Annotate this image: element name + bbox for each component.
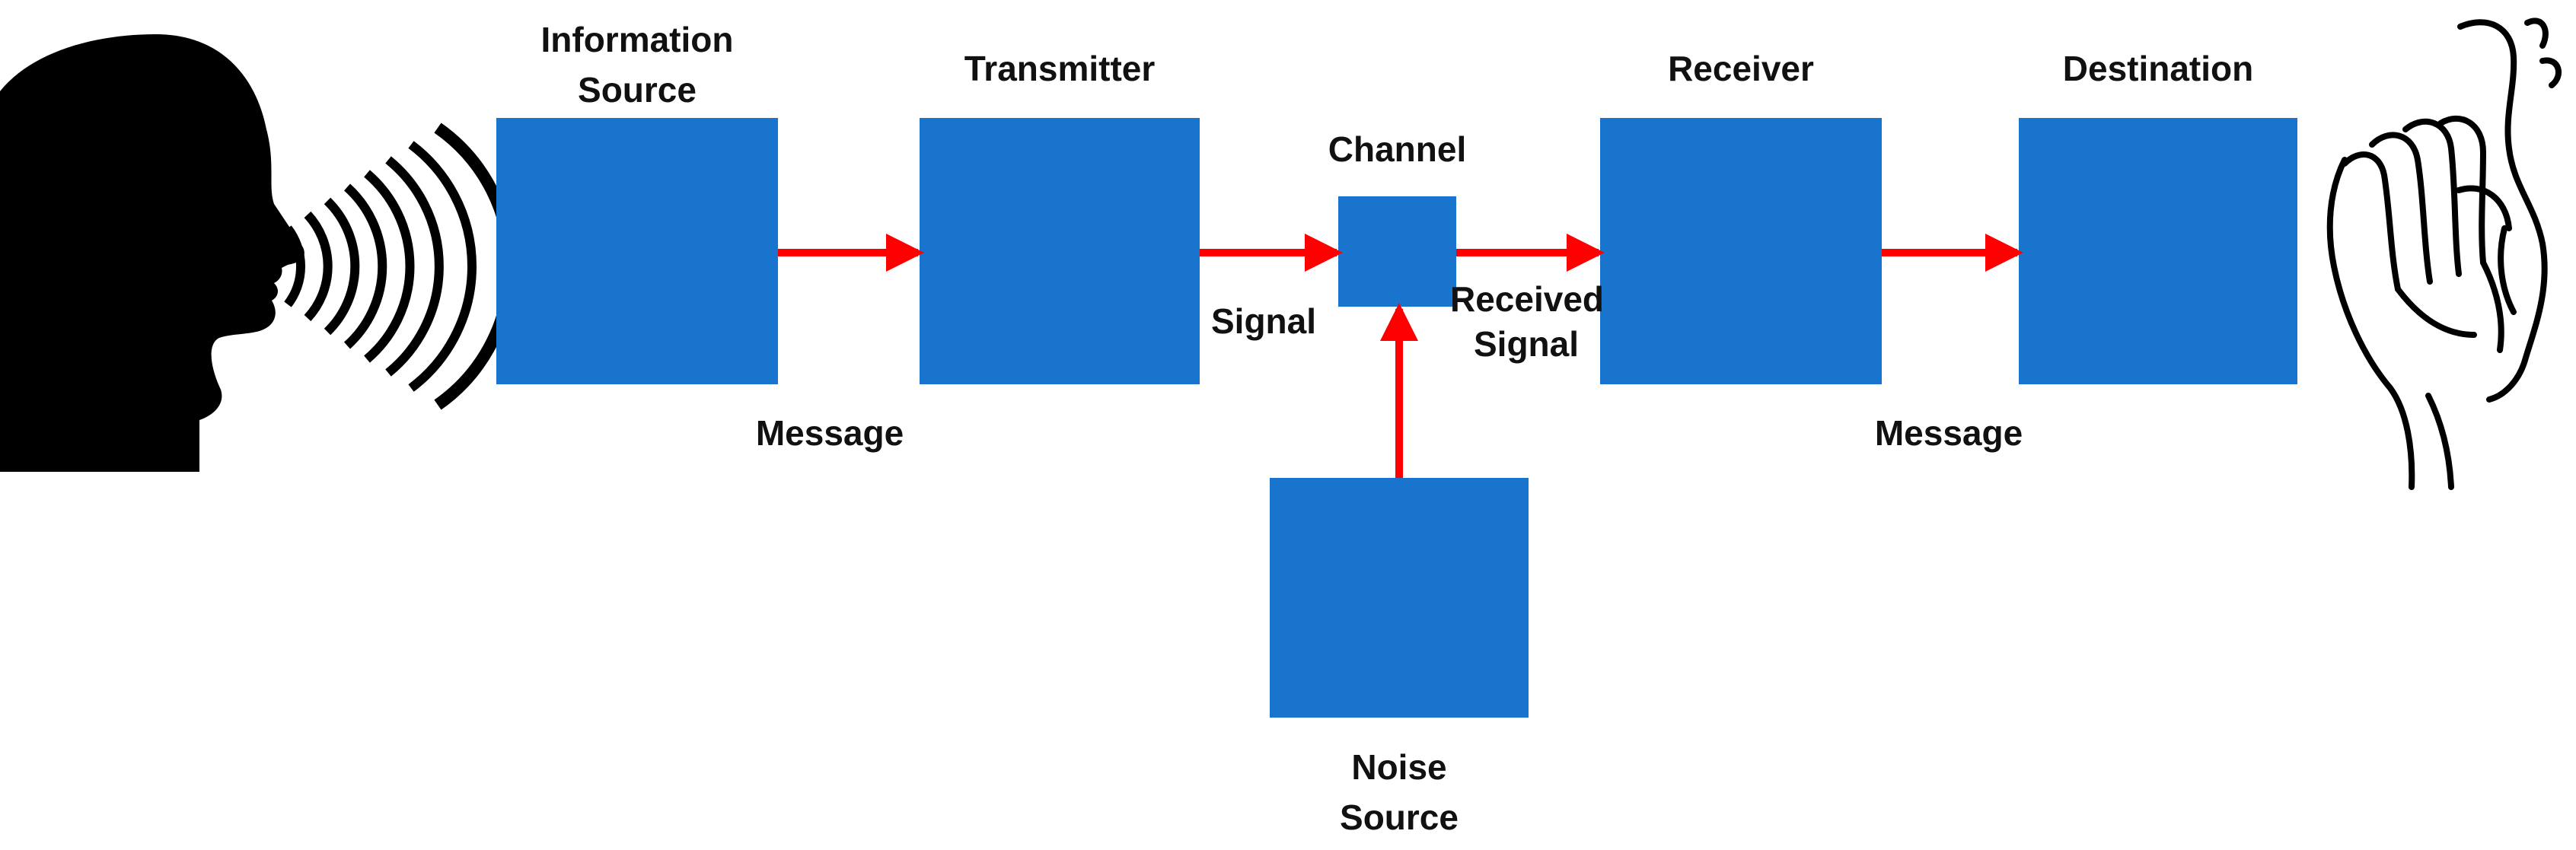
received-signal-label-line1: Received [1450, 279, 1605, 319]
message-out-label: Message [755, 413, 904, 453]
message-in-label: Message [1874, 413, 2023, 453]
destination-block [2019, 118, 2297, 384]
transmitter-block [920, 118, 1200, 384]
destination-label: Destination [2062, 49, 2254, 88]
receiver-block [1600, 118, 1882, 384]
noise-source-label-line1: Noise [1351, 747, 1447, 787]
channel-block [1338, 196, 1456, 307]
transmitter-label: Transmitter [964, 49, 1156, 88]
channel-label: Channel [1328, 129, 1467, 169]
hand-cupped-ear-icon [2326, 18, 2562, 490]
information-source-block [496, 118, 778, 384]
sound-waves-icon [284, 123, 516, 410]
noise-source-block [1270, 478, 1529, 718]
information-source-label-line1: Information [540, 20, 734, 59]
receiver-label: Receiver [1668, 49, 1814, 88]
received-signal-label-line2: Signal [1473, 324, 1580, 364]
speaking-person-silhouette-icon [0, 34, 304, 472]
signal-label: Signal [1210, 301, 1317, 341]
noise-source-label-line2: Source [1340, 797, 1459, 837]
information-source-label-line2: Source [578, 70, 697, 110]
